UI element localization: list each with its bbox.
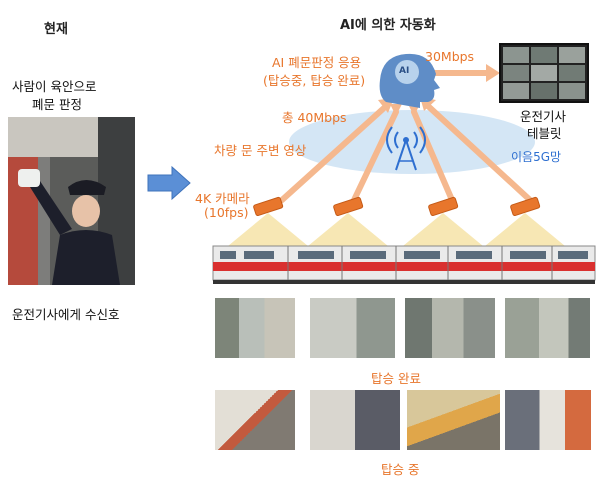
driver-tablet-image bbox=[499, 43, 589, 103]
conductor-photo bbox=[8, 117, 135, 285]
ai-badge: AI bbox=[399, 66, 410, 76]
camera-frame-boarding-4 bbox=[505, 390, 591, 450]
ai-app-label-line2: (탑승중, 탑승 완료) bbox=[263, 73, 366, 88]
camera-cone-1 bbox=[228, 213, 308, 246]
total-rate-label: 총 40Mbps bbox=[282, 110, 347, 125]
camera-frame-done-2 bbox=[310, 298, 395, 358]
camera-label-line2: (10fps) bbox=[204, 205, 249, 220]
tablet-arrow-head bbox=[486, 64, 500, 82]
camera-cone-4 bbox=[485, 213, 565, 246]
camera-icon-2 bbox=[333, 196, 364, 217]
camera-frame-done-4 bbox=[505, 298, 590, 358]
network-cloud bbox=[289, 110, 535, 174]
train-illustration bbox=[212, 245, 596, 284]
caption-boarding-done: 탑승 완료 bbox=[371, 371, 421, 386]
left-caption-line2: 폐문 판정 bbox=[32, 97, 82, 112]
left-caption-line1: 사람이 육안으로 bbox=[12, 79, 97, 94]
camera-frame-done-1 bbox=[215, 298, 295, 358]
camera-frame-boarding-3 bbox=[407, 390, 500, 450]
camera-label-line1: 4K 카메라 bbox=[195, 191, 250, 206]
left-header: 현재 bbox=[44, 22, 68, 37]
network-label: 이음5G망 bbox=[511, 150, 562, 164]
camera-icon-4 bbox=[510, 196, 541, 217]
tablet-rate-label: 30Mbps bbox=[425, 49, 475, 64]
ai-head-icon bbox=[379, 53, 440, 108]
camera-frame-boarding-2 bbox=[310, 390, 400, 450]
left-caption-bottom: 운전기사에게 수신호 bbox=[12, 307, 120, 322]
video-label: 차량 문 주변 영상 bbox=[214, 143, 307, 158]
ai-app-label-line1: AI 폐문판정 응용 bbox=[272, 55, 362, 70]
camera-icon-1 bbox=[253, 196, 284, 217]
caption-boarding: 탑승 중 bbox=[381, 462, 420, 477]
camera-frame-done-3 bbox=[405, 298, 495, 358]
camera-frame-boarding-1 bbox=[215, 390, 295, 450]
5g-tower-icon bbox=[386, 126, 426, 171]
tablet-label-line2: 테블릿 bbox=[527, 126, 562, 141]
right-header: AI에 의한 자동화 bbox=[340, 18, 436, 33]
camera-icon-3 bbox=[428, 196, 459, 217]
tablet-label-line1: 운전기사 bbox=[520, 109, 567, 124]
camera-cone-3 bbox=[403, 213, 483, 246]
camera-cone-2 bbox=[308, 213, 388, 246]
